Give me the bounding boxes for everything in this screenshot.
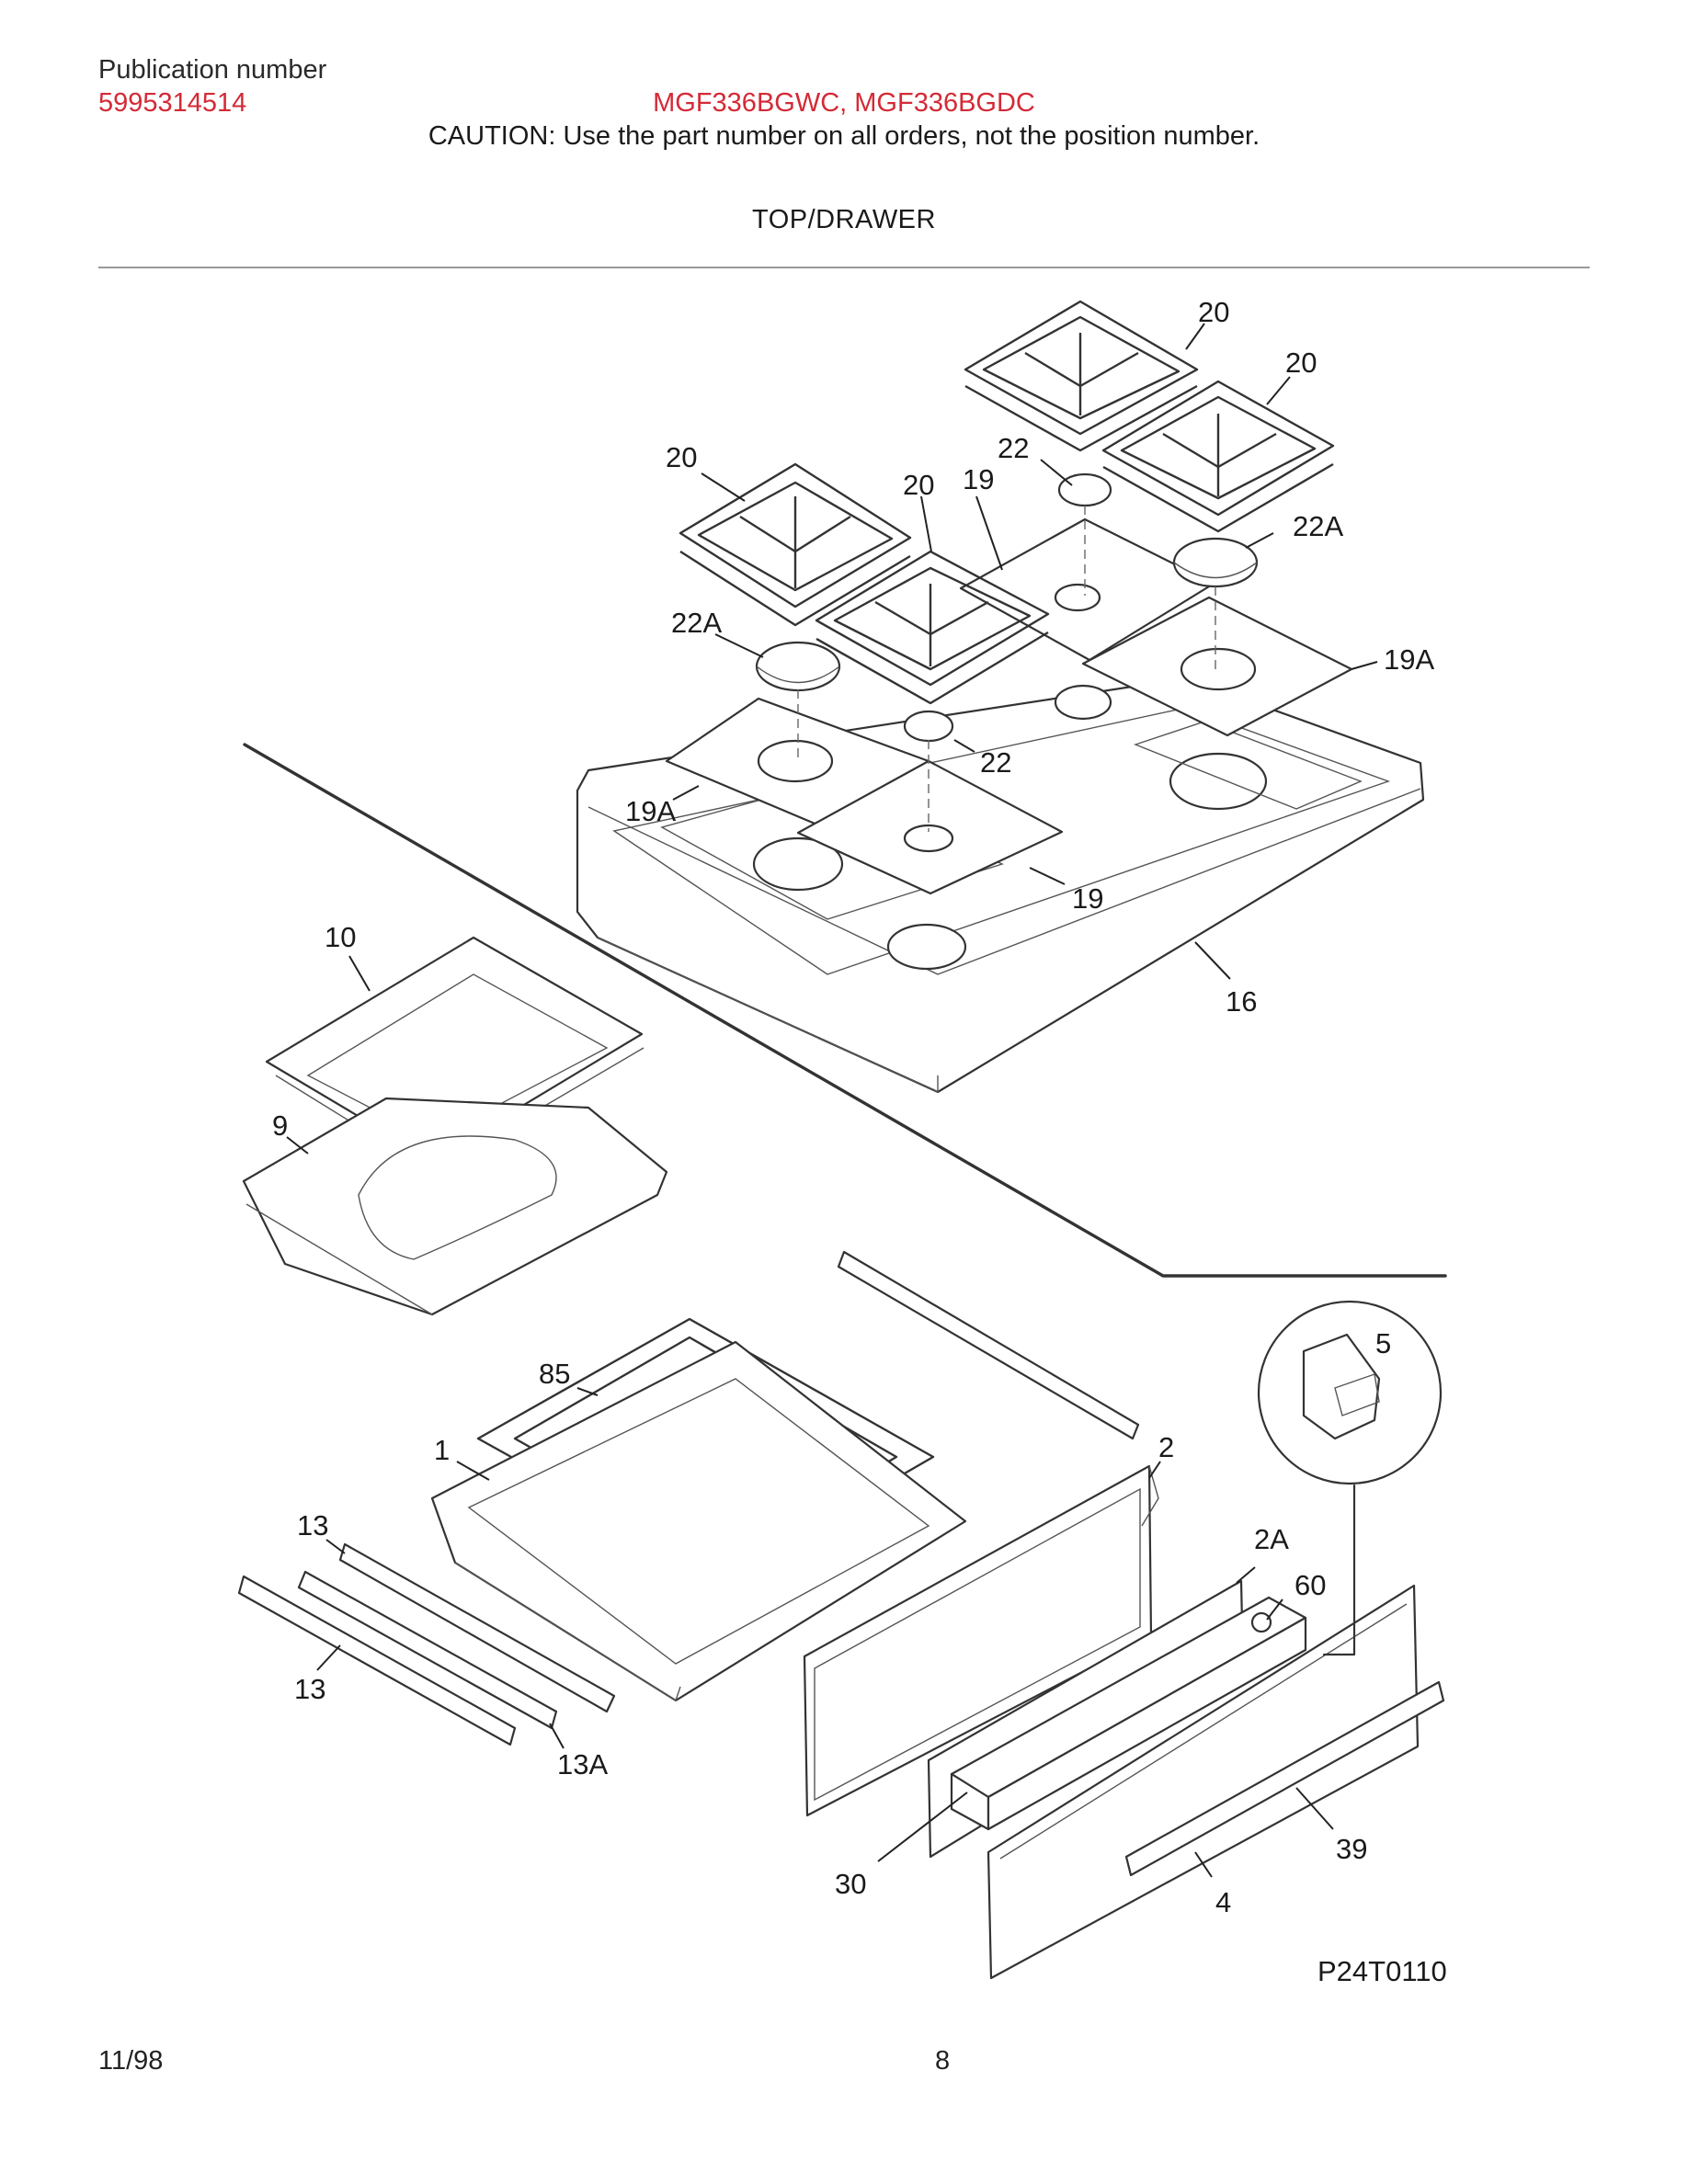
callout-85: 85 (539, 1358, 570, 1390)
callout-20-rear-left: 20 (1198, 296, 1229, 328)
drawer-body-1 (430, 1340, 967, 1702)
callout-22A-right: 22A (1293, 510, 1343, 542)
callout-13A: 13A (557, 1748, 608, 1780)
grate-20-rear-right (1101, 380, 1335, 533)
callout-10: 10 (325, 921, 356, 953)
callout-20-center: 20 (903, 469, 934, 501)
callout-20-left: 20 (666, 441, 697, 473)
rear-rail (837, 1250, 1140, 1440)
callout-19-front: 19 (1072, 882, 1103, 915)
drawer-handle-39 (1124, 1680, 1445, 1877)
burner-cap-22A-left (755, 641, 841, 692)
drawer-support-30 (950, 1596, 1307, 1831)
callout-5: 5 (1375, 1327, 1391, 1359)
leader-lines (286, 323, 1378, 1878)
burner-plate-19-front-right (796, 759, 1064, 895)
callout-4: 4 (1215, 1886, 1231, 1918)
section-separator-line (243, 743, 1447, 1278)
callout-30: 30 (835, 1868, 866, 1900)
callout-20-rear-right: 20 (1285, 347, 1317, 379)
callout-19A-right: 19A (1384, 643, 1434, 676)
drawing-code: P24T0110 (1317, 1955, 1447, 1987)
caution-note: CAUTION: Use the part number on all orde… (428, 121, 1260, 151)
model-numbers: MGF336BGWC, MGF336BGDC (653, 88, 1035, 118)
callout-39: 39 (1336, 1833, 1367, 1865)
publication-number: 5995314514 (98, 88, 247, 118)
callout-19A-left: 19A (625, 795, 676, 827)
callout-2: 2 (1158, 1431, 1174, 1463)
callout-22A-left: 22A (671, 607, 722, 639)
broiler-pan-9 (242, 1097, 668, 1316)
burner-plate-19-rear-left (959, 518, 1215, 662)
grate-20-rear-left (964, 300, 1199, 452)
footer-date: 11/98 (98, 2046, 164, 2076)
burner-cap-22-front (903, 710, 954, 743)
inset-magnified-glide-5 (1257, 1300, 1443, 1656)
callout-16: 16 (1226, 985, 1257, 1018)
callout-13-front: 13 (294, 1673, 325, 1705)
callout-22-front: 22 (980, 746, 1011, 779)
drawer-slide-rail-13-front (237, 1575, 517, 1746)
section-title: TOP/DRAWER (752, 205, 936, 234)
burner-cap-22-rear (1057, 472, 1112, 507)
glide-60 (1250, 1611, 1272, 1633)
page-number: 8 (935, 2046, 951, 2076)
grate-20-center (815, 550, 1050, 705)
callout-2A: 2A (1254, 1523, 1289, 1555)
publication-label: Publication number (98, 55, 327, 85)
callout-9: 9 (272, 1109, 288, 1142)
burner-cap-22A-right (1172, 537, 1259, 588)
callout-1: 1 (434, 1434, 450, 1466)
header-divider (98, 267, 1590, 268)
callout-13-rear: 13 (297, 1509, 328, 1541)
callout-22-rear: 22 (998, 432, 1029, 464)
callout-19-rear: 19 (963, 463, 994, 495)
callout-60: 60 (1295, 1569, 1326, 1601)
grate-20-left (679, 462, 912, 627)
callout-labels: 20 20 20 20 22 19 22A 22A 19A 22 19A 19 … (272, 296, 1447, 1987)
drawer-slide-rail-13-rear (338, 1542, 616, 1713)
drawer-front-4 (987, 1584, 1420, 1980)
